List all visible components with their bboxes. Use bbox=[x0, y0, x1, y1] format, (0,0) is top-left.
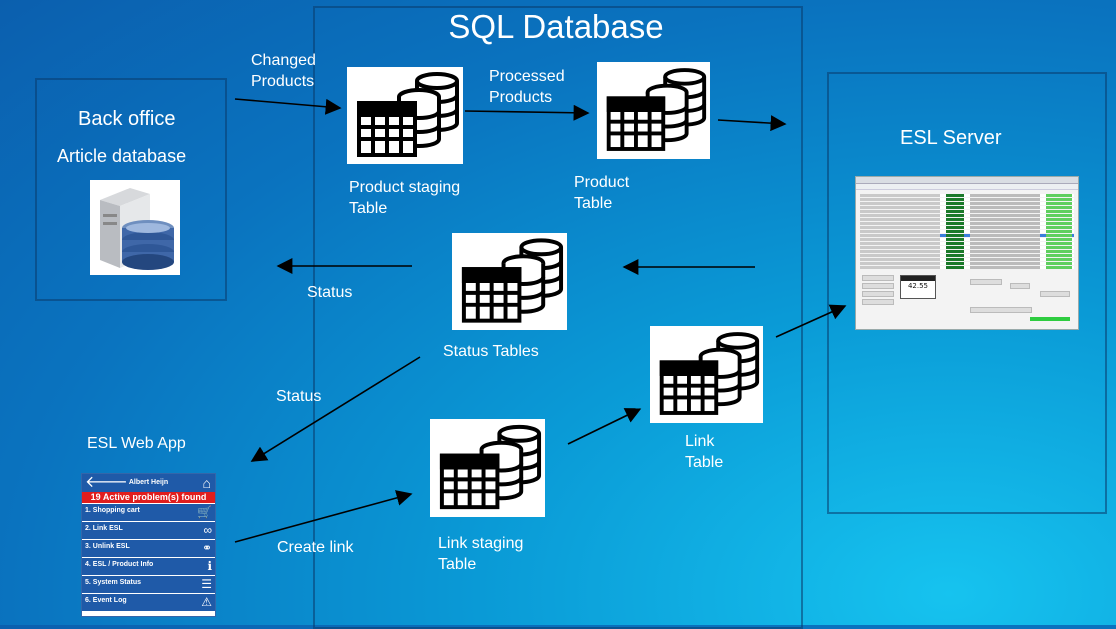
unlink-icon: ⚭ bbox=[201, 541, 212, 555]
home-icon[interactable]: ⌂ bbox=[202, 475, 211, 491]
esl-table-row[interactable] bbox=[860, 258, 1074, 261]
esl-table-row[interactable] bbox=[860, 218, 1074, 221]
web-app-menu-label: 2. Link ESL bbox=[85, 525, 123, 532]
esl-table-row[interactable] bbox=[860, 246, 1074, 249]
status-left-label: Status bbox=[307, 284, 353, 301]
esl-server-title: ESL Server bbox=[900, 127, 1002, 149]
sql-database-title: SQL Database bbox=[448, 8, 664, 45]
link-table-label: Link Table bbox=[685, 433, 724, 471]
arrow-staging-to-product bbox=[464, 104, 590, 121]
cart-icon: 🛒 bbox=[197, 505, 212, 519]
esl-table-row[interactable] bbox=[860, 194, 1074, 197]
esl-table-row[interactable] bbox=[860, 234, 1074, 237]
web-app-menu-label: 6. Event Log bbox=[85, 597, 127, 604]
web-app-title: ESL Web App bbox=[87, 435, 186, 452]
database-server-icon bbox=[90, 180, 180, 275]
esl-price: 42.55 bbox=[907, 282, 929, 290]
web-app-header: 🡐 Albert Heijn ⌂ bbox=[82, 474, 215, 492]
arrow-status-to-webapp bbox=[250, 356, 421, 462]
esl-table-row[interactable] bbox=[860, 242, 1074, 245]
back-office-panel bbox=[35, 78, 227, 301]
web-app-menu-item[interactable]: 3. Unlink ESL ⚭ bbox=[82, 539, 215, 557]
product-staging-table-label: Product staging Table bbox=[349, 179, 461, 217]
arrow-backoffice-to-staging bbox=[234, 98, 342, 115]
esl-table-row[interactable] bbox=[860, 230, 1074, 233]
back-office-title: Back office bbox=[78, 108, 176, 130]
link-staging-table-icon bbox=[430, 419, 545, 517]
esl-progress-bar bbox=[1030, 317, 1070, 321]
active-problems-alert[interactable]: 19 Active problem(s) found bbox=[82, 492, 215, 503]
esl-table-row[interactable] bbox=[860, 238, 1074, 241]
esl-table-row[interactable] bbox=[860, 210, 1074, 213]
esl-web-app: 🡐 Albert Heijn ⌂ 19 Active problem(s) fo… bbox=[81, 473, 216, 617]
esl-table-row[interactable] bbox=[860, 198, 1074, 201]
link-table-icon bbox=[650, 326, 763, 423]
web-app-menu-item[interactable]: 1. Shopping cart 🛒 bbox=[82, 503, 215, 521]
arrow-linkstaging-to-link bbox=[567, 408, 642, 445]
store-name: Albert Heijn bbox=[128, 479, 169, 486]
changed-products-label: Changed Products bbox=[251, 52, 316, 90]
link-icon: ∞ bbox=[203, 523, 212, 537]
web-app-menu-item[interactable]: 2. Link ESL ∞ bbox=[82, 521, 215, 539]
link-staging-table-label: Link staging Table bbox=[438, 535, 524, 573]
esl-table-row[interactable] bbox=[860, 262, 1074, 265]
arrow-webapp-to-linkstaging bbox=[234, 490, 413, 543]
server-status-icon: ☰ bbox=[201, 577, 212, 591]
web-app-menu-label: 5. System Status bbox=[85, 579, 142, 586]
esl-table-row[interactable] bbox=[860, 254, 1074, 257]
warning-icon: ⚠ bbox=[201, 595, 212, 609]
product-table-label: Product Table bbox=[574, 174, 630, 212]
status-tables-label: Status Tables bbox=[443, 343, 539, 360]
back-arrow-icon[interactable]: 🡐 bbox=[85, 474, 128, 491]
info-icon: ℹ bbox=[207, 559, 212, 573]
esl-table-row[interactable] bbox=[860, 222, 1074, 225]
esl-table-row[interactable] bbox=[860, 226, 1074, 229]
esl-server-screenshot: 42.55 bbox=[855, 176, 1079, 330]
web-app-menu-item[interactable]: 6. Event Log ⚠ bbox=[82, 593, 215, 611]
arrow-link-to-esl bbox=[775, 304, 847, 338]
esl-table-row[interactable] bbox=[860, 266, 1074, 269]
esl-price-tag: 42.55 bbox=[900, 275, 936, 299]
arrow-product-to-esl bbox=[717, 115, 787, 132]
product-staging-table-icon bbox=[347, 67, 463, 164]
web-app-menu-label: 1. Shopping cart bbox=[85, 507, 140, 514]
status-tables-icon bbox=[452, 233, 567, 330]
esl-table bbox=[860, 194, 1074, 270]
web-app-menu-label: 4. ESL / Product Info bbox=[85, 561, 154, 568]
create-link-label: Create link bbox=[277, 539, 354, 556]
processed-products-label: Processed Products bbox=[489, 68, 565, 106]
esl-table-row[interactable] bbox=[860, 206, 1074, 209]
esl-table-row[interactable] bbox=[860, 202, 1074, 205]
web-app-menu-item[interactable]: 5. System Status ☰ bbox=[82, 575, 215, 593]
esl-server-panel bbox=[827, 72, 1107, 514]
esl-table-row[interactable] bbox=[860, 214, 1074, 217]
article-database-label: Article database bbox=[57, 146, 187, 166]
web-app-menu-label: 3. Unlink ESL bbox=[85, 543, 130, 550]
esl-table-row[interactable] bbox=[860, 250, 1074, 253]
web-app-menu-item[interactable]: 4. ESL / Product Info ℹ bbox=[82, 557, 215, 575]
product-table-icon bbox=[597, 62, 710, 159]
status-lower-label: Status bbox=[276, 388, 322, 405]
